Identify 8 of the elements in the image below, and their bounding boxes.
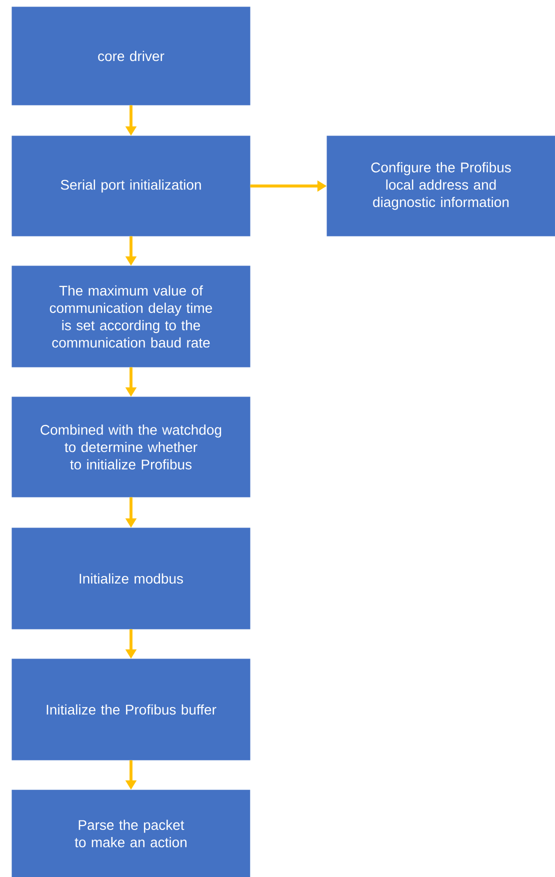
- process-box: Serial port initialization: [12, 136, 250, 236]
- process-box: Initialize modbus: [12, 528, 250, 630]
- process-box: Initialize the Profibus buffer: [12, 658, 250, 760]
- process-box: Configure the Profibus local address and diagnostic information: [326, 136, 555, 236]
- process-box: core driver: [12, 6, 250, 106]
- process-box: The maximum value of communication delay time is set according to the communication baud rate: [12, 266, 250, 368]
- process-box: Combined with the watchdog to determine whether to initialize Profibus: [12, 396, 250, 498]
- process-box: Parse the packet to make an action: [12, 790, 250, 877]
